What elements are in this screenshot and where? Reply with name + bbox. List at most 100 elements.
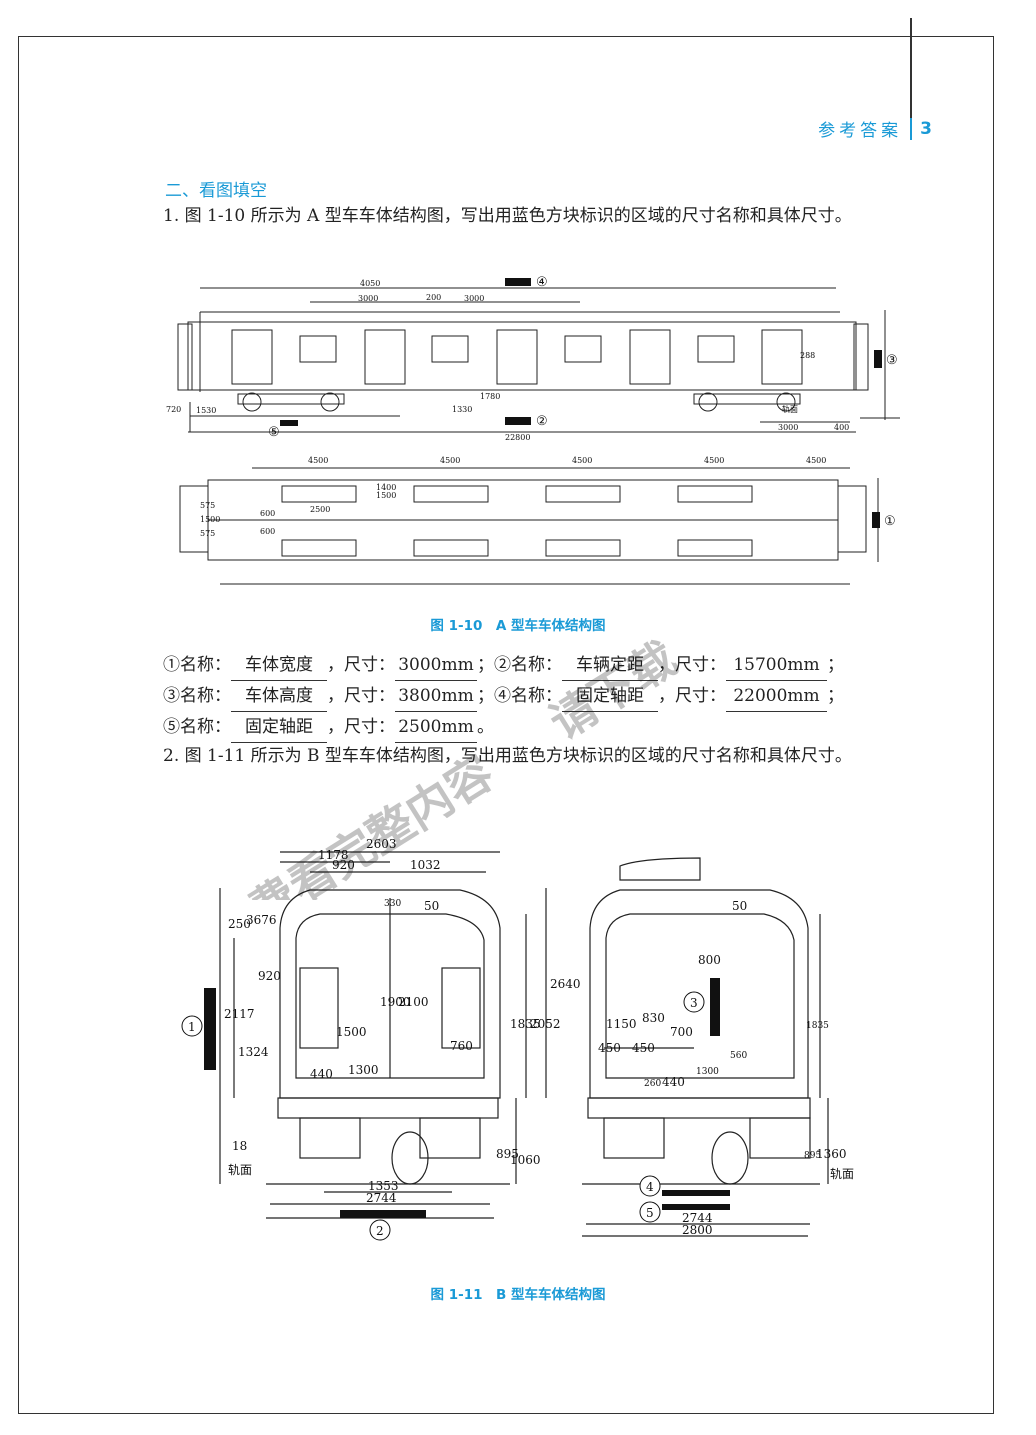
- answers: ①名称：车体宽度，尺寸：3000mm；②名称：车辆定距，尺寸：15700mm； …: [163, 650, 844, 743]
- svg-text:1032: 1032: [410, 858, 441, 872]
- svg-text:260: 260: [644, 1079, 661, 1089]
- svg-text:22800: 22800: [505, 433, 530, 442]
- figure-1-10-caption: 图 1-10 A 型车车体结构图: [430, 618, 606, 634]
- answer-1-value: 3000mm: [395, 650, 477, 681]
- svg-text:①: ①: [884, 514, 896, 529]
- svg-text:2640: 2640: [550, 977, 581, 991]
- running-header: 参考答案 3: [818, 116, 932, 141]
- svg-text:2: 2: [376, 1224, 384, 1238]
- svg-text:50: 50: [424, 899, 439, 913]
- svg-text:18: 18: [232, 1139, 247, 1153]
- svg-text:3676: 3676: [246, 913, 277, 927]
- svg-text:1178: 1178: [318, 848, 349, 862]
- svg-text:4500: 4500: [806, 456, 826, 465]
- svg-text:760: 760: [450, 1039, 473, 1053]
- svg-text:4500: 4500: [440, 456, 460, 465]
- svg-text:1300: 1300: [696, 1067, 719, 1077]
- svg-text:800: 800: [698, 953, 721, 967]
- svg-text:4500: 4500: [572, 456, 592, 465]
- svg-text:2800: 2800: [682, 1223, 713, 1237]
- svg-text:1300: 1300: [348, 1063, 379, 1077]
- svg-text:330: 330: [384, 899, 401, 909]
- svg-text:4050: 4050: [360, 279, 380, 288]
- answer-4-value: 22000mm: [726, 681, 827, 712]
- header-title: 参考答案: [818, 121, 903, 141]
- svg-text:4500: 4500: [704, 456, 724, 465]
- svg-text:575: 575: [200, 501, 215, 510]
- svg-text:④: ④: [536, 275, 548, 290]
- svg-text:2052: 2052: [530, 1017, 561, 1031]
- svg-text:轨面: 轨面: [830, 1167, 854, 1181]
- svg-text:1500: 1500: [200, 515, 220, 524]
- svg-text:400: 400: [834, 423, 849, 432]
- svg-text:830: 830: [642, 1011, 665, 1025]
- svg-text:1324: 1324: [238, 1045, 269, 1059]
- page-frame: [18, 36, 994, 1414]
- svg-text:轨面: 轨面: [782, 404, 798, 414]
- svg-text:895: 895: [804, 1151, 821, 1161]
- svg-text:4500: 4500: [308, 456, 328, 465]
- header-divider: [910, 117, 913, 140]
- svg-text:560: 560: [730, 1051, 747, 1061]
- answer-2-name: 车辆定距: [562, 650, 658, 681]
- svg-text:575: 575: [200, 529, 215, 538]
- svg-text:50: 50: [732, 899, 747, 913]
- svg-text:1500: 1500: [336, 1025, 367, 1039]
- svg-text:600: 600: [260, 527, 275, 536]
- svg-text:2117: 2117: [224, 1007, 255, 1021]
- svg-text:288: 288: [800, 351, 815, 360]
- figure-1-10: ④ ② ③ ① ⑤ 4050 3000 200 3000 720 1530 13…: [166, 275, 900, 585]
- svg-text:1360: 1360: [816, 1147, 847, 1161]
- svg-text:1530: 1530: [196, 406, 216, 415]
- svg-text:2500: 2500: [310, 505, 330, 514]
- side-body: [187, 321, 857, 391]
- svg-text:1: 1: [188, 1020, 196, 1034]
- answer-1-name: 车体宽度: [231, 650, 327, 681]
- answer-5-name: 固定轴距: [231, 712, 327, 743]
- answer-2-value: 15700mm: [726, 650, 827, 681]
- svg-text:920: 920: [258, 969, 281, 983]
- figure-1-11: 1 2 3 4 5 2603 1178 920 1032 250 3676 33…: [181, 837, 854, 1241]
- svg-text:2100: 2100: [398, 995, 429, 1009]
- svg-text:920: 920: [332, 858, 355, 872]
- answer-5-value: 2500mm: [395, 712, 477, 743]
- svg-text:轨面: 轨面: [228, 1163, 252, 1177]
- svg-text:②: ②: [536, 414, 548, 429]
- svg-text:450: 450: [598, 1041, 621, 1055]
- svg-text:720: 720: [166, 405, 181, 414]
- svg-text:3000: 3000: [358, 294, 378, 303]
- margin-line: [910, 18, 912, 138]
- answer-row-2: ③名称：车体高度，尺寸：3800mm；④名称：固定轴距，尺寸：22000mm；: [163, 681, 844, 712]
- svg-text:1060: 1060: [510, 1153, 541, 1167]
- svg-text:3000: 3000: [464, 294, 484, 303]
- svg-text:1900: 1900: [380, 995, 411, 1009]
- svg-text:1500: 1500: [376, 491, 396, 500]
- answer-4-name: 固定轴距: [562, 681, 658, 712]
- svg-text:5: 5: [646, 1206, 654, 1220]
- svg-text:1150: 1150: [606, 1017, 637, 1031]
- svg-text:2744: 2744: [366, 1191, 397, 1205]
- svg-text:1353: 1353: [368, 1179, 399, 1193]
- svg-text:450: 450: [632, 1041, 655, 1055]
- svg-text:3000: 3000: [778, 423, 798, 432]
- answer-3-name: 车体高度: [231, 681, 327, 712]
- svg-text:440: 440: [310, 1067, 333, 1081]
- svg-text:1330: 1330: [452, 405, 472, 414]
- svg-text:1780: 1780: [480, 392, 500, 401]
- figure-1-11-caption: 图 1-11 B 型车车体结构图: [430, 1287, 606, 1303]
- svg-text:1400: 1400: [376, 483, 396, 492]
- svg-text:895: 895: [496, 1147, 519, 1161]
- svg-text:⑤: ⑤: [268, 425, 280, 440]
- svg-text:700: 700: [670, 1025, 693, 1039]
- b-car-left-section: [279, 889, 501, 1099]
- svg-text:③: ③: [886, 353, 898, 368]
- b-car-right-section: [589, 889, 809, 1099]
- svg-text:200: 200: [426, 293, 441, 302]
- svg-text:4: 4: [646, 1180, 654, 1194]
- question-2: 2. 图 1-11 所示为 B 型车车体结构图，写出用蓝色方块标识的区域的尺寸名…: [163, 746, 852, 766]
- section-title: 二、看图填空: [165, 181, 267, 201]
- svg-text:3: 3: [690, 996, 698, 1010]
- answer-3-value: 3800mm: [395, 681, 477, 712]
- svg-text:600: 600: [260, 509, 275, 518]
- page-number: 3: [920, 118, 932, 139]
